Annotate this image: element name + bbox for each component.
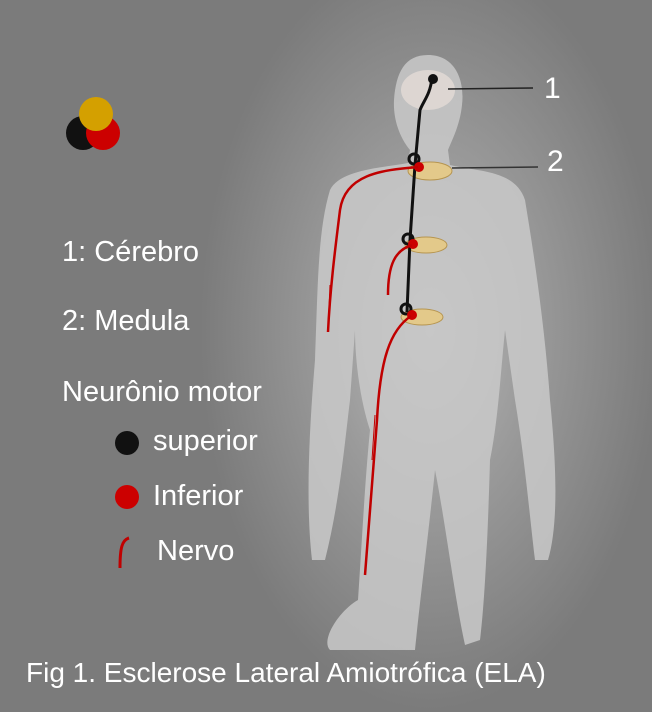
- nerves: [326, 165, 419, 576]
- upper-neuron-body: [428, 74, 438, 84]
- inferior-neuron-icon: [115, 485, 139, 509]
- legend-nervo: Nervo: [157, 535, 235, 567]
- legend-heading: Neurônio motor: [62, 376, 262, 408]
- label-1: 1: [544, 72, 561, 105]
- nerve-legend-icon: [118, 536, 130, 569]
- figure-caption: Fig 1. Esclerose Lateral Amiotrófica (EL…: [26, 657, 546, 688]
- legend-medula: 2: Medula: [62, 305, 190, 337]
- legend-cerebro: 1: Cérebro: [62, 236, 200, 268]
- leader-line-2: [451, 166, 539, 169]
- legend-inferior: Inferior: [153, 480, 244, 512]
- label-2: 2: [547, 145, 564, 178]
- superior-neuron-icon: [115, 431, 139, 455]
- leader-line-1: [447, 87, 534, 90]
- logo-circles: [66, 97, 120, 150]
- human-silhouette: [308, 55, 556, 650]
- legend-superior: superior: [153, 425, 258, 457]
